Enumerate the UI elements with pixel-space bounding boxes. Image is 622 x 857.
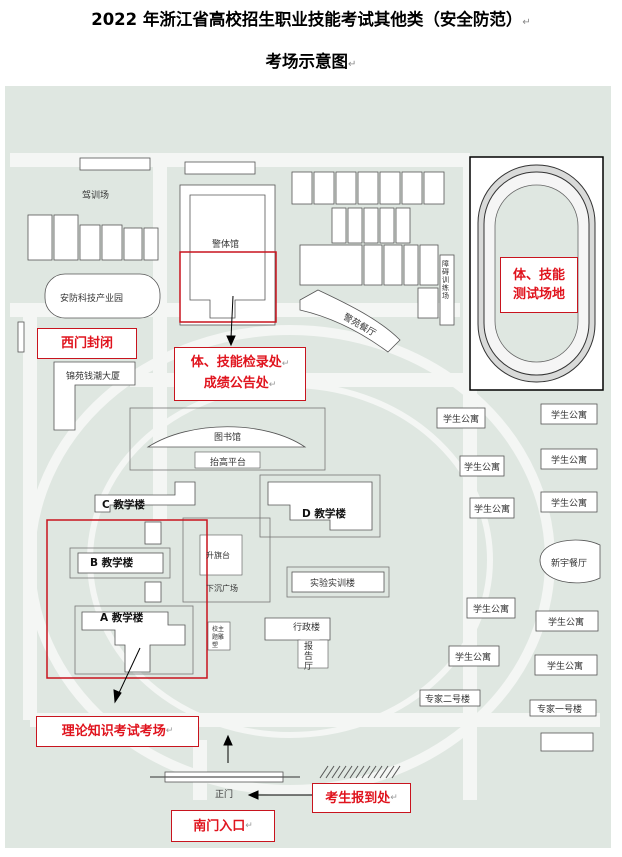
building-c-shape: [94, 481, 196, 513]
dorm-label: 学生公寓: [547, 662, 584, 672]
plaza-area: [182, 517, 271, 603]
theory-exam-note: 理论知识考试考场↵: [36, 716, 199, 747]
dorm-label: 学生公寓: [551, 456, 588, 466]
building-d-area: [259, 474, 381, 538]
library-building: [146, 426, 307, 448]
skill-check-note: 体、技能检录处↵ 成绩公告处↵: [174, 347, 306, 401]
report-hall-shape: [297, 639, 329, 669]
tactical-field-label: 障碍训练场: [442, 260, 449, 300]
platform-shape: [194, 451, 261, 469]
gym-building: [189, 194, 266, 319]
registration-note: 考生报到处↵: [312, 783, 411, 813]
xinyu-canteen-label: 新宇餐厅: [551, 559, 588, 569]
platform-label: 抬高平台: [210, 458, 247, 468]
sports-field-note: 体、技能 测试场地: [500, 257, 578, 313]
anfang-park-label: 安防科技产业园: [60, 294, 124, 304]
map-title-line1: 2022 年浙江省高校招生职业技能考试其他类（安全防范）↵: [91, 10, 531, 29]
library-area: [129, 407, 326, 471]
driving-range-label: 驾训场: [82, 191, 110, 201]
expert-building-1-label: 专家一号楼: [537, 705, 583, 715]
dorm-label: 学生公寓: [551, 411, 588, 421]
report-hall-label: 报告厅: [304, 642, 314, 672]
gym-highlight-box: [179, 251, 277, 323]
expert-building-2-label: 专家二号楼: [425, 695, 471, 705]
flag-platform-label: 升旗台: [206, 551, 230, 560]
score-notice-label: 成绩公告处↵: [203, 376, 277, 391]
exam-highlight-box: [46, 519, 208, 679]
dorm-label: 学生公寓: [464, 463, 501, 473]
building-b-label: B 教学楼: [90, 557, 134, 569]
dorm-label: 学生公寓: [551, 499, 588, 509]
lab-building-label: 实验实训楼: [310, 579, 356, 589]
building-d-label: D 教学楼: [302, 508, 346, 520]
dorm-label: 学生公寓: [548, 618, 585, 628]
building-a-label: A 教学楼: [100, 612, 144, 624]
building-a-area: [74, 605, 194, 675]
skill-check-label: 体、技能检录处↵: [190, 355, 290, 370]
jinyuan-building-label: 锦苑钱潮大厦: [66, 372, 121, 382]
admin-building-label: 行政楼: [293, 623, 321, 633]
hatched-path: [319, 765, 401, 779]
dorm-label: 学生公寓: [443, 415, 480, 425]
building-c-label: C 教学楼: [102, 499, 145, 511]
building-b-shape: [77, 552, 164, 574]
small-building: [207, 621, 231, 651]
map-title-line2: 考场示意图↵: [265, 52, 357, 71]
arrows: [113, 295, 316, 800]
south-gate-label: 正门: [215, 790, 234, 800]
west-gate-closed-note: 西门封闭: [37, 328, 137, 359]
north-west-buildings: [17, 157, 256, 431]
gym-label: 警体馆: [212, 240, 240, 250]
south-entrance-note: 南门入口↵: [171, 810, 275, 842]
building-d-shape: [267, 481, 373, 531]
building-b-area: [69, 547, 171, 579]
library-label: 图书馆: [214, 433, 242, 443]
dormitories: [419, 403, 599, 752]
dorm-label: 学生公寓: [474, 505, 511, 515]
lab-building-shape: [291, 571, 385, 593]
xinyu-canteen-shape: [539, 539, 601, 584]
middle-north-buildings: [291, 171, 455, 353]
dorm-label: 学生公寓: [455, 653, 492, 663]
small-building-label: 校主题雕塑: [212, 626, 225, 649]
sunken-plaza-label: 下沉广场: [206, 584, 238, 593]
dorm-label: 学生公寓: [473, 605, 510, 615]
building-a-shape: [81, 611, 186, 673]
